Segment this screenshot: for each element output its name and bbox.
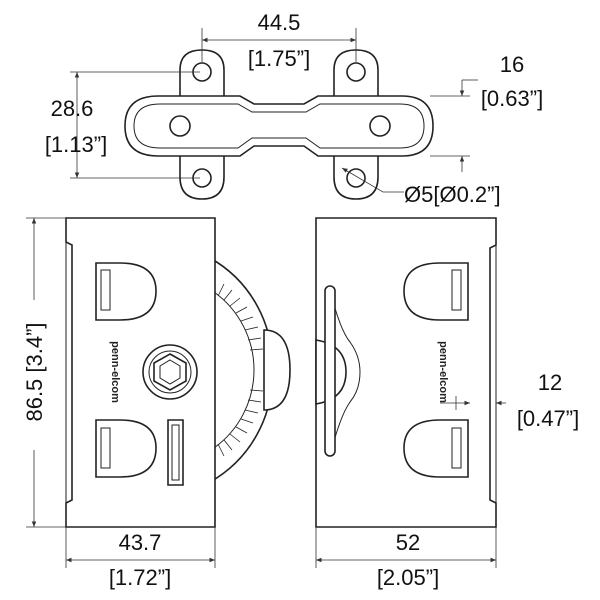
- left-side-view: penn-elcom: [65, 217, 291, 528]
- dim-top-width: 44.5 [1.75”]: [201, 10, 357, 71]
- dim-side-height-label: 86.5 [3.4”]: [22, 322, 47, 421]
- right-cutout-top: [403, 262, 469, 321]
- hinge-arc-outer: [209, 256, 273, 484]
- dim-side-height-mask: [20, 300, 48, 450]
- hex-bolt-socket: [159, 359, 181, 385]
- left-slot-inner: [171, 424, 180, 481]
- right-hinge-ridge: [329, 289, 361, 457]
- hinge-ratchet-teeth: [217, 283, 264, 457]
- dim-right-width-metric: 52: [396, 530, 420, 555]
- dim-thickness-imperial: [0.63”]: [481, 86, 543, 111]
- dim-side-height: 86.5 [3.4”]: [20, 217, 66, 528]
- left-cutout-top-slot: [100, 269, 111, 311]
- hex-bolt-ring: [148, 350, 192, 394]
- dim-top-width-imperial: [1.75”]: [248, 46, 310, 71]
- hole-bar-left: [169, 115, 191, 137]
- top-view-bracket: [124, 49, 434, 200]
- dim-hole-label: Ø5[Ø0.2”]: [404, 182, 501, 207]
- dim-hole: Ø5[Ø0.2”]: [341, 167, 501, 207]
- dim-left-width-metric: 43.7: [119, 530, 162, 555]
- right-side-view: penn-elcom: [315, 217, 497, 528]
- bracket-bar: [124, 95, 434, 157]
- bracket-inner-outline: [133, 103, 425, 149]
- hole-bottom-right: [346, 168, 366, 188]
- left-cutout-bottom: [95, 419, 157, 478]
- hole-top-right: [346, 62, 366, 82]
- left-cutout-bottom-slot: [100, 427, 111, 469]
- right-brand-text: penn-elcom: [437, 341, 449, 403]
- hole-bar-right: [369, 115, 391, 137]
- hinge-knob: [263, 329, 291, 411]
- dim-top-height-imperial: [1.13”]: [45, 132, 107, 157]
- dim-top-width-metric: 44.5: [258, 10, 301, 35]
- dim-right-offset: 12 [0.47”]: [440, 370, 579, 431]
- dim-right-width-imperial: [2.05”]: [377, 565, 439, 590]
- dim-thickness-metric: 16: [500, 52, 524, 77]
- left-brand-text: penn-elcom: [109, 341, 121, 403]
- dim-thickness: 16 [0.63”]: [430, 52, 543, 172]
- dim-right-width: 52 [2.05”]: [315, 527, 497, 590]
- dim-top-height: 28.6 [1.13”]: [45, 71, 200, 179]
- dim-left-width: 43.7 [1.72”]: [65, 527, 216, 590]
- hex-bolt-head: [153, 353, 187, 391]
- right-cutout-top-slot: [451, 269, 462, 311]
- dim-top-height-metric: 28.6: [51, 96, 94, 121]
- dim-right-offset-metric: 12: [538, 370, 562, 395]
- left-cutout-top: [95, 262, 157, 321]
- dim-right-offset-imperial: [0.47”]: [517, 406, 579, 431]
- right-cutout-bottom-slot: [451, 427, 462, 469]
- dim-left-width-imperial: [1.72”]: [109, 565, 171, 590]
- hinge-arc-inner: [213, 291, 255, 449]
- left-slot: [167, 419, 184, 486]
- right-hinge-slot: [324, 285, 336, 457]
